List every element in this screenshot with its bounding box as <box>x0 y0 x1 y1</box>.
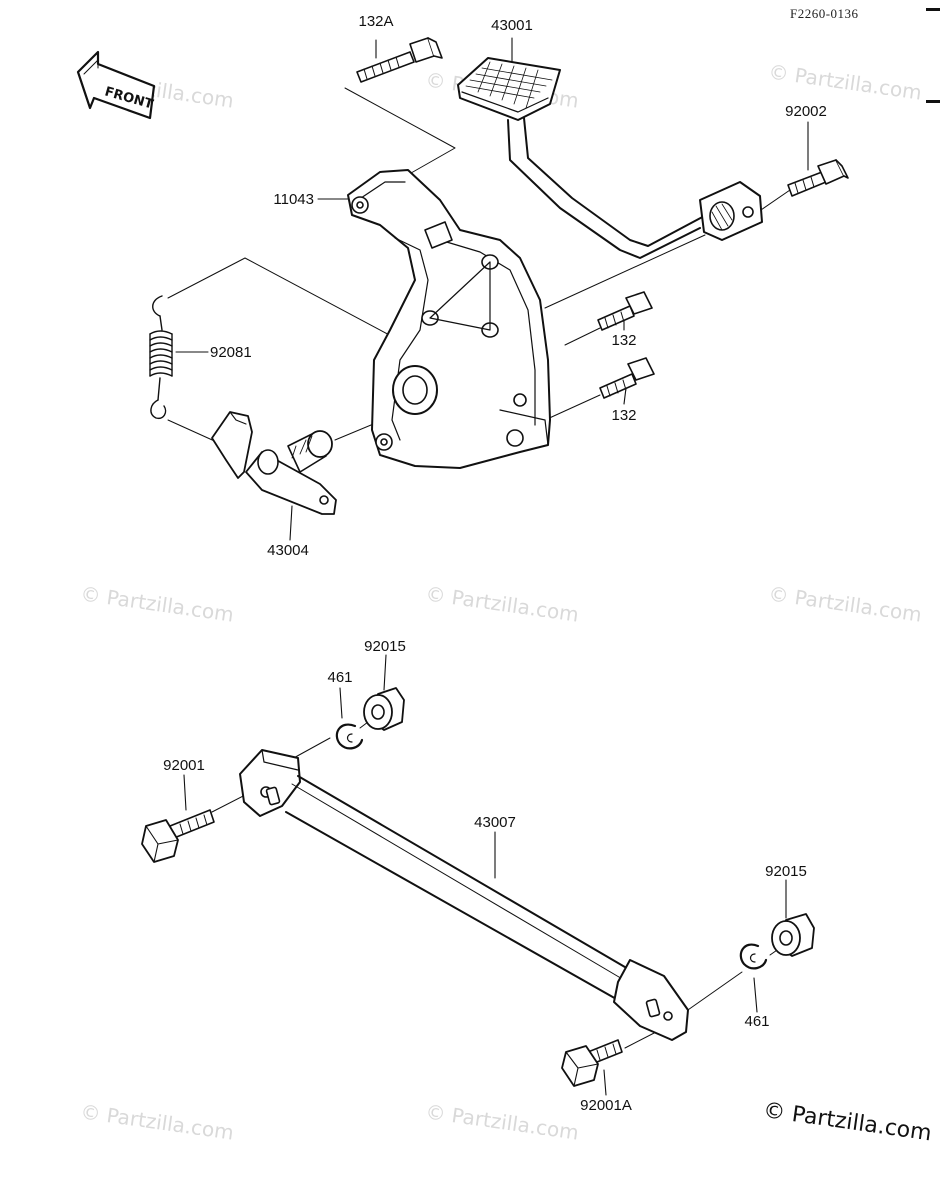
rod-43007 <box>239 749 689 1041</box>
bolt-132-lower <box>599 357 655 399</box>
part-label-92015-lower: 92015 <box>765 863 807 880</box>
edge-mark <box>926 8 940 11</box>
part-label-43001: 43001 <box>491 17 533 34</box>
part-label-132-upper: 132 <box>611 332 637 349</box>
bracket-11043 <box>347 169 551 469</box>
part-label-461-upper: 461 <box>327 669 353 686</box>
bolt-132a <box>356 37 443 83</box>
washer-461-upper <box>335 723 364 750</box>
part-label-11043: 11043 <box>273 191 314 208</box>
bolt-92001a <box>561 1039 623 1087</box>
bolt-92002 <box>787 159 849 197</box>
nut-92015-upper <box>363 687 405 731</box>
bolt-132-upper <box>597 291 653 331</box>
edge-mark <box>926 100 940 103</box>
part-label-132a: 132A <box>358 13 394 30</box>
part-label-92002: 92002 <box>785 103 827 120</box>
part-label-92001a: 92001A <box>580 1097 632 1114</box>
nut-92015-lower <box>771 913 815 957</box>
part-label-43004: 43004 <box>267 542 309 559</box>
part-label-43007: 43007 <box>474 814 516 831</box>
front-arrow-icon: FRONT <box>76 50 156 120</box>
part-label-132-lower: 132 <box>611 407 637 424</box>
part-label-92001: 92001 <box>163 757 205 774</box>
lever-43004 <box>211 411 337 515</box>
spring-92081 <box>149 295 173 420</box>
bolt-92001 <box>141 809 215 863</box>
figure-id: F2260-0136 <box>790 6 859 21</box>
part-label-92015-upper: 92015 <box>364 638 406 655</box>
washer-461-lower <box>739 943 768 970</box>
brake-pedal-43001 <box>457 57 763 259</box>
part-label-461-lower: 461 <box>744 1013 770 1030</box>
part-label-92081: 92081 <box>210 344 252 361</box>
